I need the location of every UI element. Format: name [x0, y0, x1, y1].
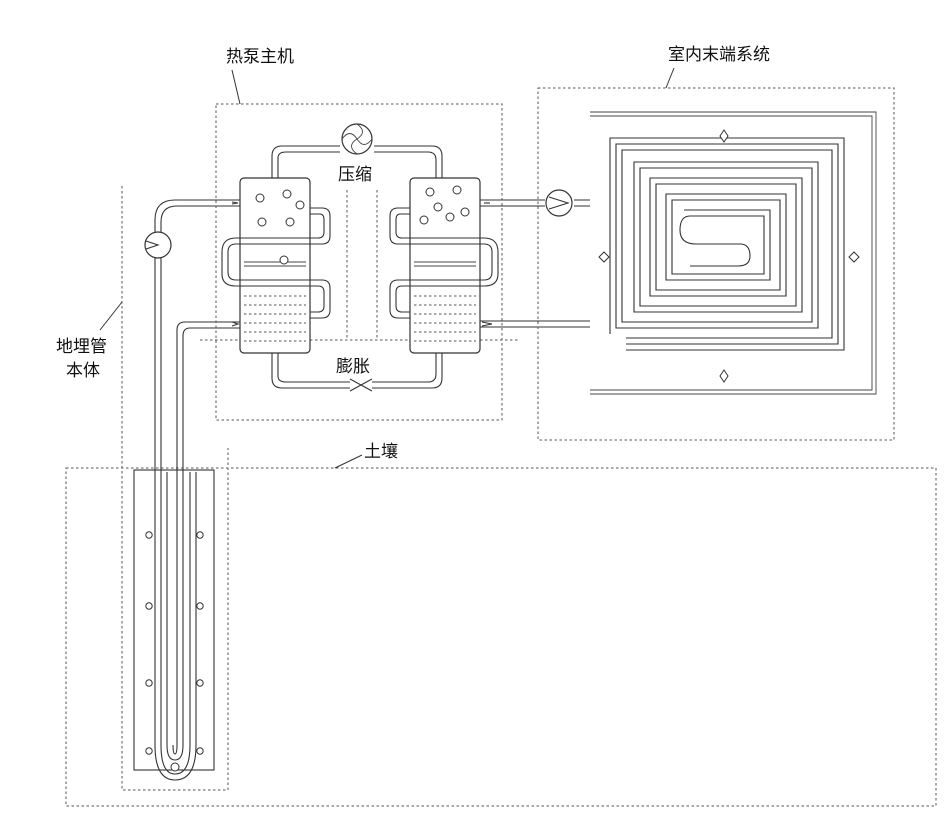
- ground-pipe-leader: [100, 302, 122, 330]
- evaporator: [222, 178, 330, 353]
- heat-pump-host-label: 热泵主机: [226, 47, 294, 67]
- heat-pump-host-leader: [232, 70, 240, 104]
- ground-pipe-body-box: [122, 186, 228, 790]
- floor-coil: [610, 138, 844, 350]
- ground-pump-icon: [145, 232, 171, 258]
- borehole: [134, 470, 214, 770]
- soil-leader: [335, 455, 362, 468]
- indoor-terminal-leader: [666, 68, 674, 88]
- ground-pipe-label-line2: 本体: [66, 361, 100, 381]
- u-tube: [155, 236, 196, 780]
- expansion-label: 膨胀: [336, 357, 370, 377]
- indoor-terminal-label: 室内末端系统: [668, 45, 770, 65]
- compressor-label: 压缩: [338, 165, 372, 185]
- indoor-pump-icon: [546, 190, 572, 216]
- borehole-dots: [146, 532, 203, 754]
- ground-loop-pipes: [155, 200, 240, 336]
- indoor-supply-pipes: [480, 200, 590, 327]
- soil-label: 土壤: [364, 441, 398, 462]
- room-outline: [590, 112, 876, 394]
- ground-pipe-label-line1: 地埋管: [56, 337, 107, 357]
- indoor-terminal-box: [538, 88, 894, 440]
- expansion-valve-icon: [350, 379, 372, 391]
- compressor-icon: [342, 124, 372, 154]
